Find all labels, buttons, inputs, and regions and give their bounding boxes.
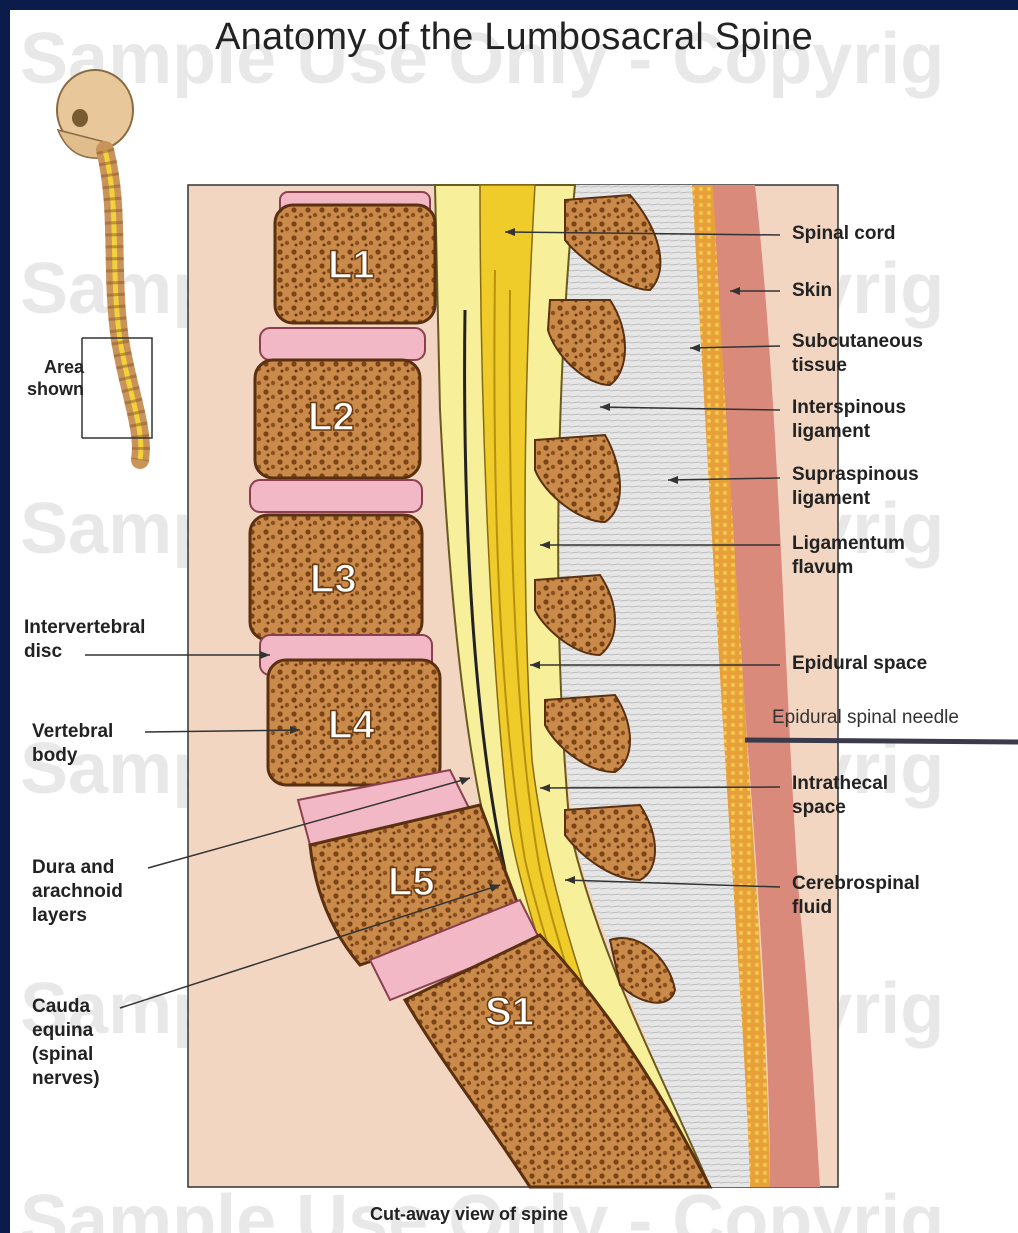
- figure-frame: Sample Use Only - Copyrig Sample Use Onl…: [10, 10, 1018, 1233]
- label-intrathecal-space: Intrathecal space: [792, 772, 888, 820]
- label-vertebral-body: Vertebral body: [32, 720, 113, 768]
- spine-illustration: L1 L2 L3 L4 L5 S1: [10, 10, 1018, 1233]
- label-intervertebral-disc: Intervertebral disc: [24, 616, 145, 664]
- label-epidural-space: Epidural space: [792, 652, 927, 676]
- inset-skeleton: [57, 70, 141, 460]
- label-spinal-cord: Spinal cord: [792, 222, 895, 246]
- label-cauda-equina: Cauda equina (spinal nerves): [32, 995, 100, 1091]
- vertebra-label-l2: L2: [308, 395, 355, 439]
- epidural-needle: [745, 740, 1018, 742]
- label-cerebrospinal-fluid: Cerebrospinal fluid: [792, 872, 920, 920]
- label-dura-arachnoid: Dura and arachnoid layers: [32, 856, 123, 928]
- label-subcutaneous-tissue: Subcutaneous tissue: [792, 330, 923, 378]
- vertebra-label-l4: L4: [328, 703, 375, 747]
- label-ligamentum-flavum: Ligamentum flavum: [792, 532, 905, 580]
- vertebra-label-l3: L3: [310, 557, 357, 601]
- area-shown-label: Area shown: [12, 356, 84, 400]
- label-skin: Skin: [792, 279, 832, 303]
- vertebra-label-l5: L5: [388, 860, 435, 904]
- label-supraspinous-ligament: Supraspinous ligament: [792, 463, 919, 511]
- vertebra-label-l1: L1: [328, 243, 375, 287]
- label-interspinous-ligament: Interspinous ligament: [792, 396, 906, 444]
- label-epidural-needle: Epidural spinal needle: [772, 706, 959, 730]
- vertebra-label-s1: S1: [485, 990, 534, 1034]
- figure-caption: Cut-away view of spine: [370, 1204, 568, 1225]
